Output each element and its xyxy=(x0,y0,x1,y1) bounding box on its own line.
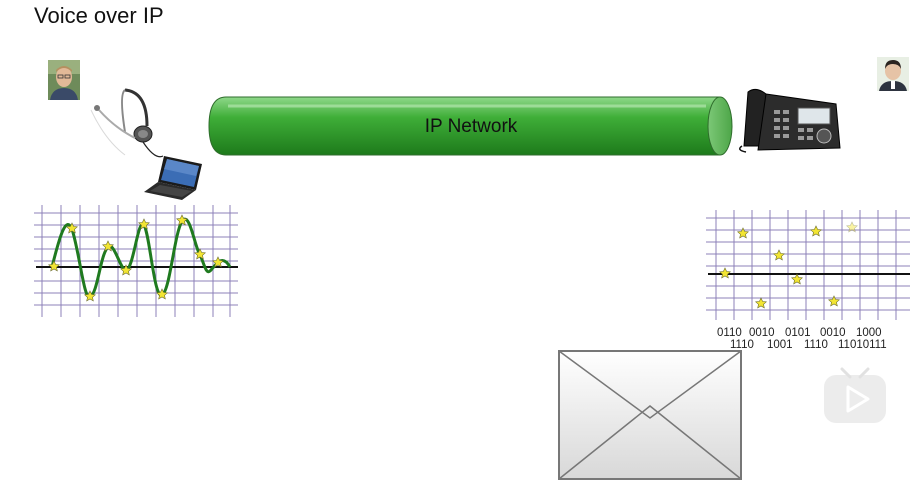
play-button-icon[interactable] xyxy=(822,367,888,425)
analog-waveform-graph xyxy=(34,205,238,317)
bit-group: 1001 xyxy=(767,339,793,351)
slide-title: Voice over IP xyxy=(34,3,164,28)
bit-group: 0010 xyxy=(749,327,775,339)
bit-group: 11010111 xyxy=(838,339,887,351)
sampled-digital-graph xyxy=(706,210,910,320)
envelope-icon xyxy=(558,350,742,480)
headset-icon xyxy=(90,88,164,158)
bit-group: 1110 xyxy=(804,339,828,351)
caller-photo xyxy=(48,60,80,100)
bit-group: 0101 xyxy=(785,327,811,339)
bit-group: 1110 xyxy=(730,339,754,351)
callee-photo xyxy=(877,57,909,91)
bit-group: 0110 xyxy=(717,327,742,339)
bit-group: 0010 xyxy=(820,327,846,339)
bit-group: 1000 xyxy=(856,327,882,339)
laptop-icon xyxy=(144,156,202,200)
network-label: IP Network xyxy=(424,116,518,137)
desk-phone-icon xyxy=(739,88,841,153)
ip-network-tube xyxy=(208,96,733,156)
